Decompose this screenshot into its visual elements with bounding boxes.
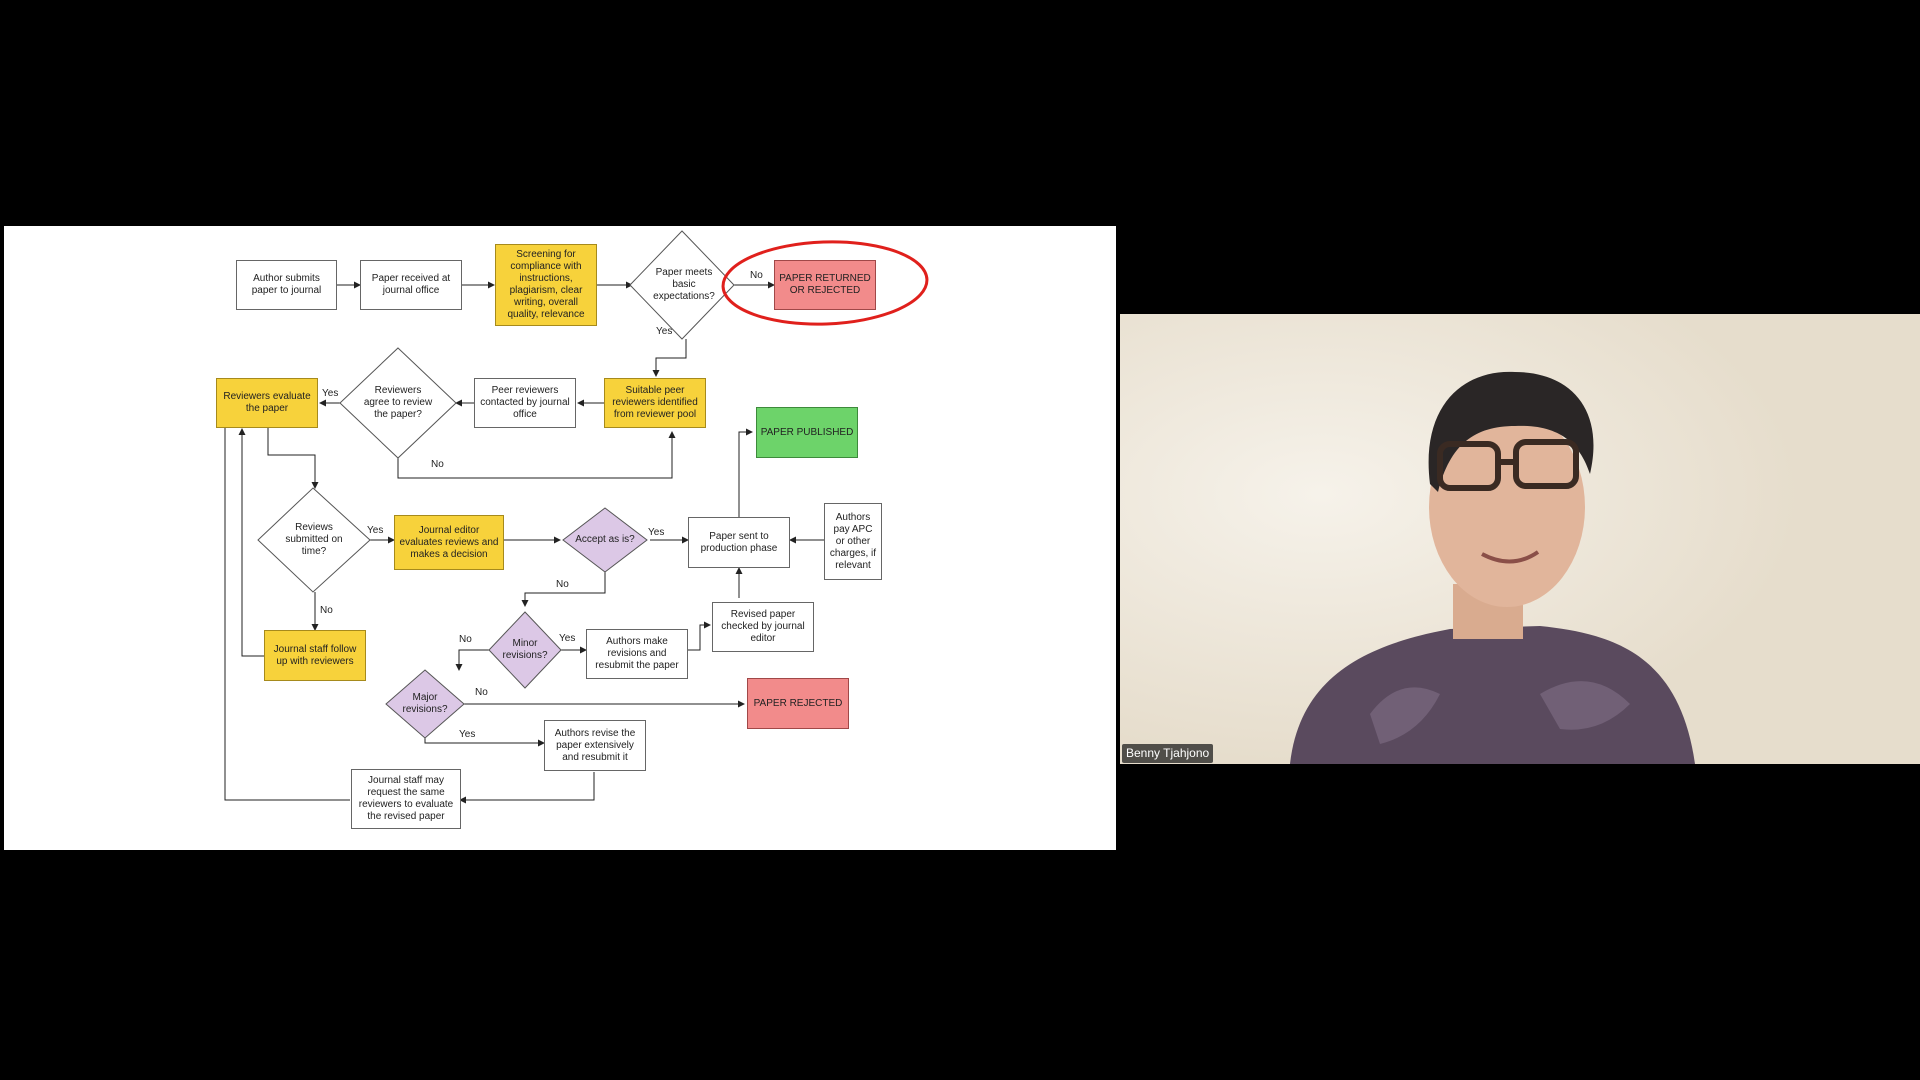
- box-suitable-reviewers: Suitable peer reviewers identified from …: [604, 378, 706, 428]
- text-major-revisions: Major revisions?: [402, 692, 448, 715]
- arrow-staff-to-evaluate: [221, 396, 350, 801]
- label-yes: Yes: [322, 388, 339, 399]
- text-minor-revisions: Minor revisions?: [502, 638, 548, 661]
- box-revised-checked: Revised paper checked by journal editor: [712, 602, 814, 652]
- box-authors-revise-ext: Authors revise the paper extensively and…: [544, 720, 646, 771]
- arrow-yes-to-reviewers: [652, 339, 687, 377]
- box-author-submits: Author submits paper to journal: [236, 260, 337, 310]
- person-glasses: [1437, 439, 1579, 491]
- label-yes: Yes: [648, 527, 665, 538]
- label-no: No: [750, 270, 763, 281]
- box-paper-rejected: PAPER REJECTED: [747, 678, 849, 729]
- person-hair: [1428, 371, 1594, 492]
- box-screening: Screening for compliance with instructio…: [495, 244, 597, 326]
- decision-minor-revisions: [488, 611, 562, 689]
- box-editor-evaluates: Journal editor evaluates reviews and mak…: [394, 515, 504, 570]
- box-reviewers-evaluate: Reviewers evaluate the paper: [216, 378, 318, 428]
- decision-major-revisions: [385, 669, 465, 739]
- participant-video-tile[interactable]: Benny Tjahjono: [1120, 314, 1920, 764]
- participant-name-tag: Benny Tjahjono: [1122, 744, 1214, 763]
- arrow-major-yes: [424, 724, 545, 747]
- label-yes: Yes: [367, 525, 384, 536]
- arrow-evaluate-to-ontime: [267, 428, 319, 489]
- arrow-minor-no: [455, 649, 490, 671]
- decision-reviews-on-time: [257, 487, 371, 593]
- box-peer-contacted: Peer reviewers contacted by journal offi…: [474, 378, 576, 428]
- box-returned-rejected: PAPER RETURNED OR REJECTED: [774, 260, 876, 310]
- text-accept-as-is: Accept as is?: [575, 534, 635, 545]
- label-no: No: [431, 459, 444, 470]
- box-authors-pay: Authors pay APC or other charges, if rel…: [824, 503, 882, 580]
- arrow-no-agree: [397, 431, 676, 479]
- decision-reviewers-agree: [339, 347, 457, 459]
- decision-accept-as-is: [562, 507, 648, 573]
- label-no: No: [475, 687, 488, 698]
- label-no: No: [320, 605, 333, 616]
- arrow-followup-to-evaluate: [238, 428, 264, 657]
- label-no: No: [459, 634, 472, 645]
- arrow-extensive-to-staff: [459, 772, 595, 804]
- label-yes: Yes: [656, 326, 673, 337]
- red-highlight-circle: [721, 240, 929, 326]
- box-paper-received: Paper received at journal office: [360, 260, 462, 310]
- label-no: No: [556, 579, 569, 590]
- flowchart-connectors: [221, 230, 929, 804]
- arrow-resubmit-to-check: [686, 621, 711, 651]
- box-authors-resubmit: Authors make revisions and resubmit the …: [586, 629, 688, 679]
- text-reviews-on-time: Reviews submitted on time?: [285, 522, 343, 557]
- participant-video-feed: [1120, 314, 1920, 764]
- shared-slide: Author submits paper to journal Paper re…: [4, 226, 1116, 850]
- label-yes: Yes: [459, 729, 476, 740]
- box-paper-published: PAPER PUBLISHED: [756, 407, 858, 458]
- text-reviewers-agree: Reviewers agree to review the paper?: [363, 385, 433, 420]
- text-meets-expectations: Paper meets basic expectations?: [653, 267, 715, 302]
- arrow-accept-no: [521, 568, 606, 607]
- arrow-production-to-published: [738, 428, 753, 517]
- person-face: [1429, 407, 1585, 607]
- decision-meets-expectations: [629, 230, 735, 340]
- label-yes: Yes: [559, 633, 576, 644]
- box-staff-follow-up: Journal staff follow up with reviewers: [264, 630, 366, 681]
- box-production: Paper sent to production phase: [688, 517, 790, 568]
- box-staff-request-same: Journal staff may request the same revie…: [351, 769, 461, 829]
